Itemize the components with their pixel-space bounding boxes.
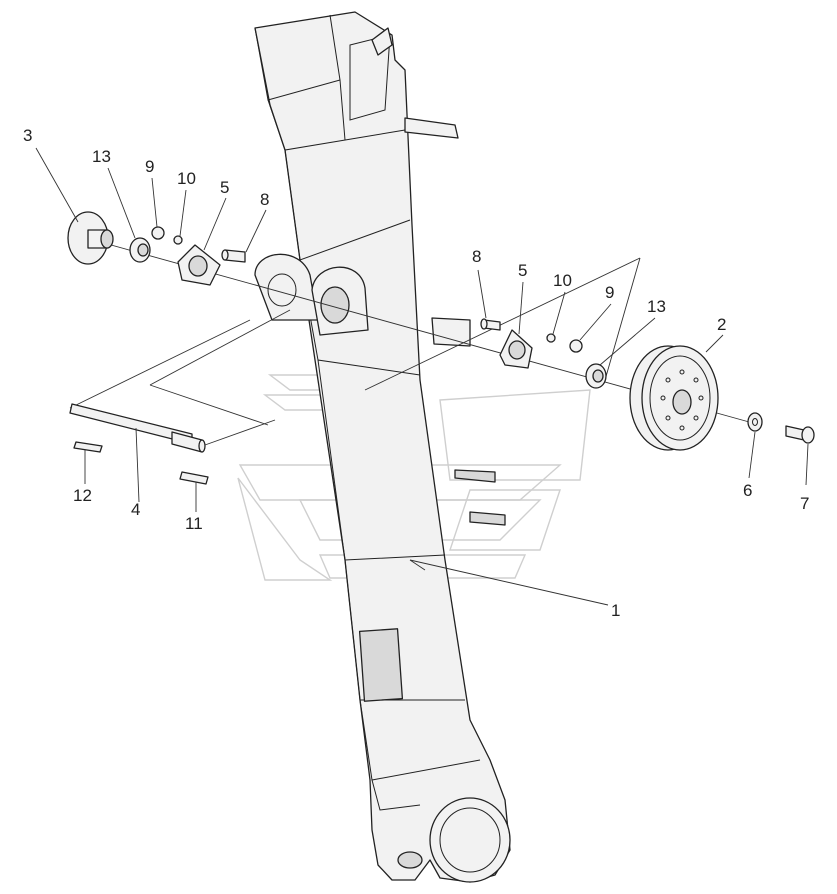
part-13-bearing-right	[585, 363, 607, 389]
callout-10-left: 10	[177, 169, 196, 188]
watermark-logo	[237, 374, 591, 581]
callout-11: 11	[185, 514, 203, 533]
part-5-flange-right	[499, 329, 533, 369]
callout-13-left: 13	[92, 147, 111, 166]
part-8-pin-left	[221, 249, 246, 263]
part-11-key	[179, 471, 209, 485]
part-13-bearing-left	[129, 237, 151, 263]
part-12-key	[73, 441, 103, 453]
callout-1: 1	[611, 601, 620, 620]
callout-5-right: 5	[518, 261, 527, 280]
part-9-nut-left	[151, 226, 165, 240]
part-4-shaft	[69, 403, 206, 453]
callout-2: 2	[717, 315, 726, 334]
part-10-washer-right	[546, 333, 556, 343]
part-6-bolt	[785, 425, 815, 444]
part-3-cover-disc	[67, 211, 114, 265]
callout-9-right: 9	[605, 283, 614, 302]
part-10-washer-left	[173, 235, 183, 245]
callout-10-right: 10	[553, 271, 572, 290]
callout-3: 3	[23, 126, 32, 145]
part-5-flange-left	[177, 244, 221, 286]
callout-13-right: 13	[647, 297, 666, 316]
callout-5-left: 5	[220, 178, 229, 197]
callout-7: 6	[743, 481, 752, 500]
main-arm	[254, 11, 511, 883]
part-9-nut-right	[569, 339, 583, 353]
callout-12: 12	[73, 486, 92, 505]
callout-8-right: 8	[472, 247, 481, 266]
part-2-pulley	[629, 345, 719, 451]
arm-bracket-left	[254, 253, 471, 347]
callout-4: 4	[131, 500, 140, 519]
callout-6: 7	[800, 494, 809, 513]
callout-8-left: 8	[260, 190, 269, 209]
part-7-washer	[747, 412, 763, 432]
callout-leaders	[35, 147, 809, 606]
part-8-pin-right	[480, 318, 501, 331]
callout-9-left: 9	[145, 157, 154, 176]
callout-labels: 3 13 9 10 5 8 8 5 10 9 13 2 6 7 12 4 11 …	[23, 126, 809, 620]
